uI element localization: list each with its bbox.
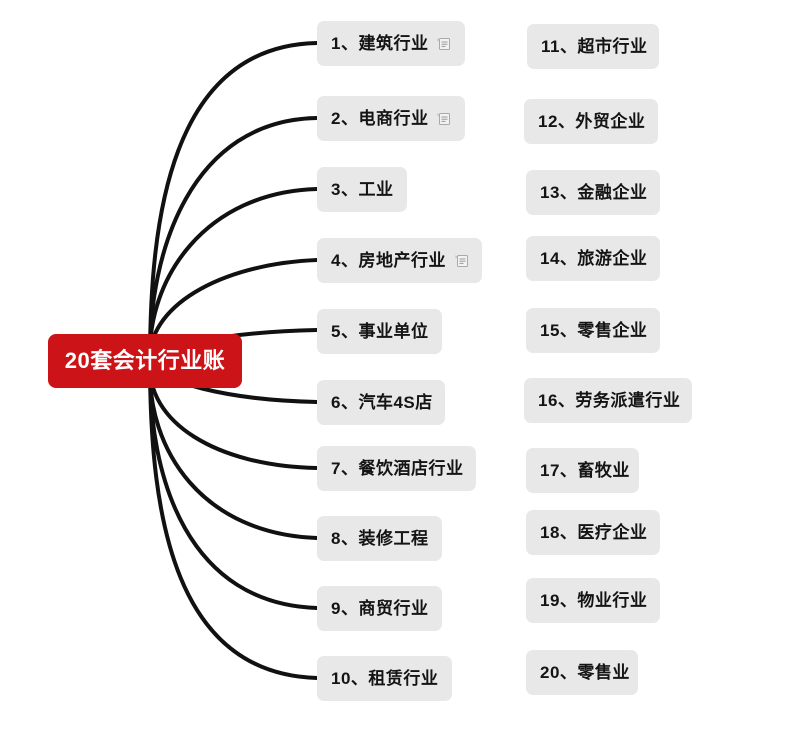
note-icon — [436, 111, 451, 126]
center-node[interactable]: 20套会计行业账 — [48, 334, 242, 388]
branch-node-1[interactable]: 1、建筑行业 — [317, 21, 465, 66]
branch-node-11[interactable]: 11、超市行业 — [527, 24, 659, 69]
branch-node-4[interactable]: 4、房地产行业 — [317, 238, 482, 283]
branch-node-label: 9、商贸行业 — [331, 599, 429, 618]
branch-node-label: 6、汽车4S店 — [331, 393, 433, 412]
branch-node-9[interactable]: 9、商贸行业 — [317, 586, 442, 631]
branch-node-20[interactable]: 20、零售业 — [526, 650, 638, 695]
branch-node-label: 16、劳务派遣行业 — [538, 391, 681, 410]
branch-node-label: 17、畜牧业 — [540, 461, 630, 480]
branch-node-label: 13、金融企业 — [540, 183, 648, 202]
note-icon — [454, 253, 469, 268]
branch-node-label: 4、房地产行业 — [331, 251, 446, 270]
branch-node-2[interactable]: 2、电商行业 — [317, 96, 465, 141]
branch-node-label: 12、外贸企业 — [538, 112, 646, 131]
branch-node-10[interactable]: 10、租赁行业 — [317, 656, 452, 701]
center-node-label: 20套会计行业账 — [64, 348, 226, 373]
branch-node-label: 11、超市行业 — [541, 37, 648, 56]
branch-node-8[interactable]: 8、装修工程 — [317, 516, 442, 561]
branch-node-label: 10、租赁行业 — [331, 669, 439, 688]
edge-center-to-8 — [147, 360, 319, 540]
branch-node-label: 18、医疗企业 — [540, 523, 648, 542]
branch-node-19[interactable]: 19、物业行业 — [526, 578, 660, 623]
branch-node-label: 15、零售企业 — [540, 321, 648, 340]
edge-center-to-9 — [147, 360, 319, 610]
branch-node-label: 20、零售业 — [540, 663, 630, 682]
branch-node-7[interactable]: 7、餐饮酒店行业 — [317, 446, 476, 491]
branch-node-6[interactable]: 6、汽车4S店 — [317, 380, 445, 425]
note-icon — [436, 36, 451, 51]
branch-node-label: 19、物业行业 — [540, 591, 648, 610]
branch-node-13[interactable]: 13、金融企业 — [526, 170, 660, 215]
branch-node-14[interactable]: 14、旅游企业 — [526, 236, 660, 281]
branch-node-18[interactable]: 18、医疗企业 — [526, 510, 660, 555]
branch-node-label: 14、旅游企业 — [540, 249, 648, 268]
branch-node-label: 5、事业单位 — [331, 322, 429, 341]
edge-center-to-10 — [148, 360, 319, 680]
branch-node-5[interactable]: 5、事业单位 — [317, 309, 442, 354]
branch-node-label: 3、工业 — [331, 180, 394, 199]
branch-node-label: 8、装修工程 — [331, 529, 429, 548]
edge-center-to-2 — [147, 116, 319, 364]
branch-node-17[interactable]: 17、畜牧业 — [526, 448, 639, 493]
branch-node-label: 7、餐饮酒店行业 — [331, 459, 464, 478]
branch-node-15[interactable]: 15、零售企业 — [526, 308, 660, 353]
edge-center-to-1 — [148, 41, 319, 364]
branch-node-3[interactable]: 3、工业 — [317, 167, 407, 212]
branch-node-12[interactable]: 12、外贸企业 — [524, 99, 658, 144]
branch-node-label: 2、电商行业 — [331, 109, 429, 128]
branch-node-16[interactable]: 16、劳务派遣行业 — [524, 378, 692, 423]
branch-node-label: 1、建筑行业 — [331, 34, 429, 53]
